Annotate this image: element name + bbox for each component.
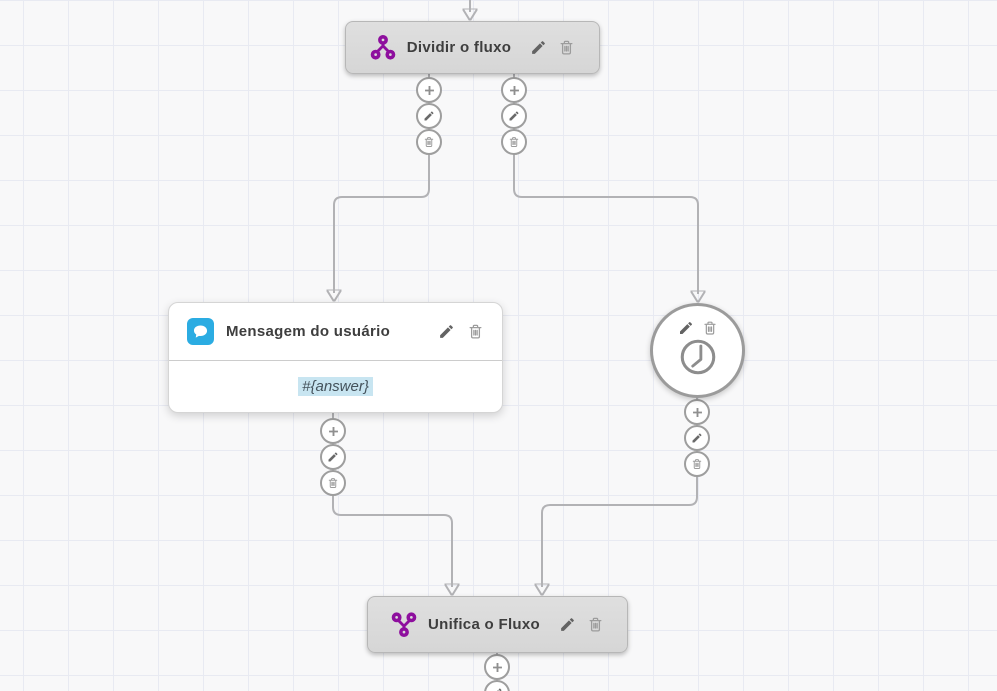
split-branch-icon — [370, 34, 396, 60]
edit-node-button[interactable] — [530, 39, 547, 56]
chat-bubble-icon — [187, 318, 214, 345]
trash-icon — [560, 40, 573, 55]
node-wait[interactable] — [650, 303, 745, 398]
add-block-button[interactable] — [684, 399, 710, 425]
add-block-button[interactable] — [416, 77, 442, 103]
node-header: Mensagem do usuário — [169, 303, 502, 361]
merge-branch-icon — [391, 612, 417, 638]
delete-node-button[interactable] — [467, 323, 484, 340]
clock-icon — [680, 339, 715, 375]
delete-connection-button[interactable] — [684, 451, 710, 477]
edge-split-to-message — [334, 70, 430, 293]
edge-wait-to-merge — [542, 395, 698, 587]
node-split-flow[interactable]: Dividir o fluxo — [345, 21, 600, 74]
plus-icon — [692, 407, 702, 417]
pencil-icon — [692, 433, 702, 443]
add-block-button[interactable] — [320, 418, 346, 444]
plus-icon — [328, 426, 338, 436]
delete-connection-button[interactable] — [501, 129, 527, 155]
edit-connection-button[interactable] — [684, 425, 710, 451]
plus-icon — [424, 85, 434, 95]
pencil-icon — [532, 41, 546, 54]
pencil-icon — [679, 321, 692, 334]
edit-node-button[interactable] — [678, 320, 694, 336]
trash-icon — [469, 324, 482, 339]
pencil-icon — [424, 111, 434, 121]
message-variable-value: #{answer} — [298, 377, 373, 396]
trash-icon — [692, 459, 702, 469]
edit-node-button[interactable] — [559, 616, 576, 633]
node-title: Mensagem do usuário — [226, 323, 391, 340]
delete-node-button[interactable] — [702, 320, 718, 336]
delete-connection-button[interactable] — [320, 470, 346, 496]
node-body: #{answer} — [169, 361, 502, 412]
node-actions — [678, 320, 718, 336]
node-user-message[interactable]: Mensagem do usuário #{answer} — [168, 302, 503, 413]
delete-connection-button[interactable] — [416, 129, 442, 155]
edit-connection-button[interactable] — [416, 103, 442, 129]
pencil-icon — [440, 325, 453, 338]
trash-icon — [424, 137, 434, 147]
edge-split-to-wait — [513, 70, 698, 294]
add-block-button[interactable] — [501, 77, 527, 103]
edge-message-to-merge — [332, 410, 452, 587]
delete-node-button[interactable] — [587, 616, 604, 633]
node-title: Unifica o Fluxo — [427, 616, 540, 633]
trash-icon — [589, 617, 602, 632]
trash-icon — [509, 137, 519, 147]
edit-connection-button[interactable] — [320, 444, 346, 470]
trash-icon — [328, 478, 338, 488]
pencil-icon — [328, 452, 338, 462]
add-block-button[interactable] — [484, 654, 510, 680]
edit-node-button[interactable] — [438, 323, 455, 340]
plus-icon — [492, 662, 502, 672]
delete-node-button[interactable] — [558, 39, 575, 56]
pencil-icon — [561, 618, 574, 631]
node-title: Dividir o fluxo — [406, 39, 512, 56]
trash-icon — [703, 321, 716, 335]
node-merge-flow[interactable]: Unifica o Fluxo — [367, 596, 628, 653]
plus-icon — [509, 85, 519, 95]
pencil-icon — [497, 688, 502, 691]
pencil-icon — [509, 111, 519, 121]
edit-connection-button[interactable] — [501, 103, 527, 129]
